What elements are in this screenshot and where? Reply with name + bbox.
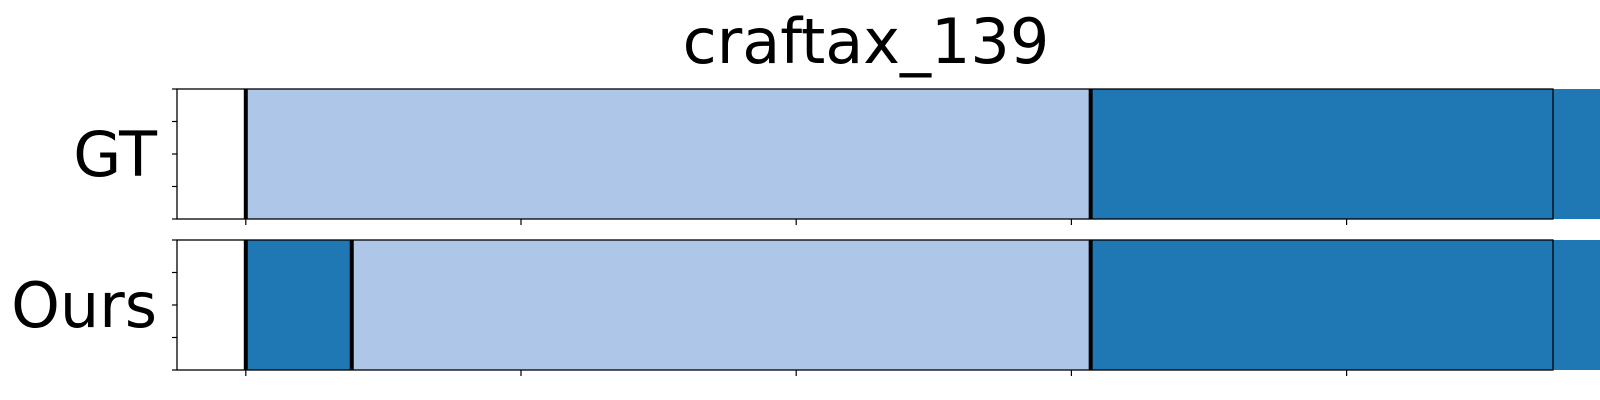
chart-title: craftax_139 [683,5,1050,78]
segment-ours-1 [351,240,1091,370]
row-label-gt: GT [73,118,158,191]
segment-ours-0 [245,240,352,370]
segment-gt-0 [245,89,1091,219]
segment-gt-1 [1090,89,1600,219]
row-label-ours: Ours [11,269,157,342]
segment-ours-2 [1090,240,1600,370]
